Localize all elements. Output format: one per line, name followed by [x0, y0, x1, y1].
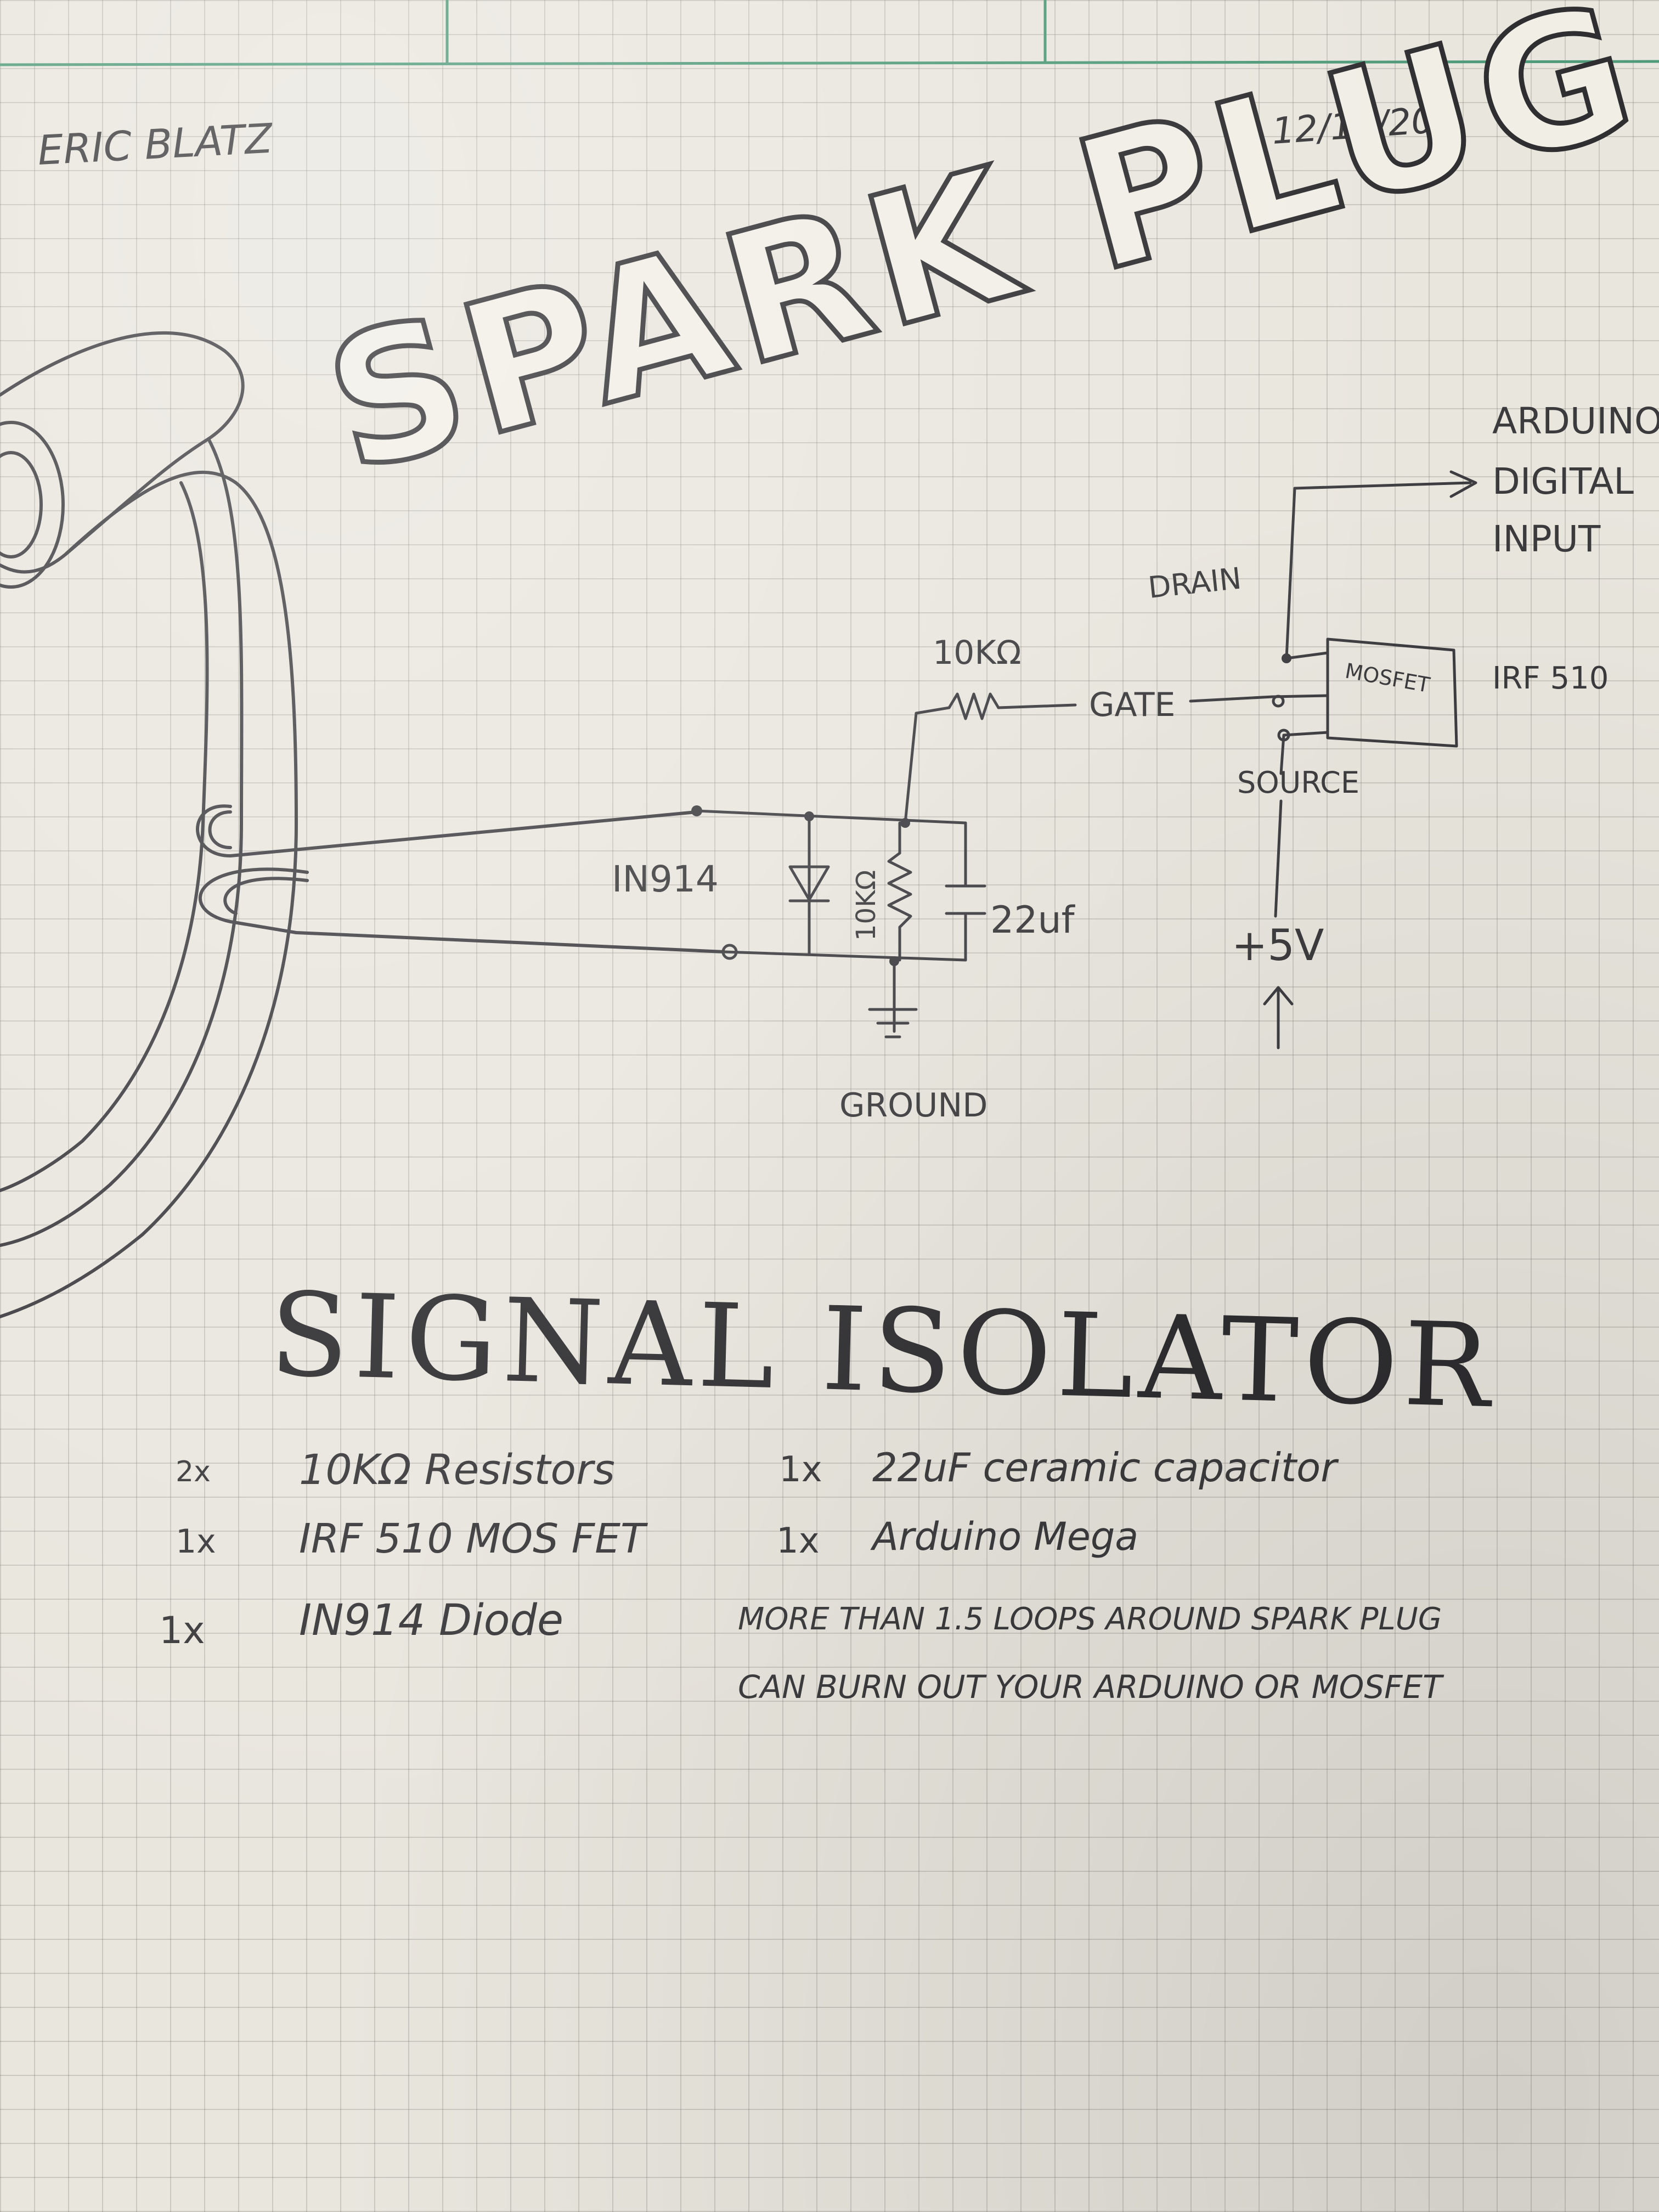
signal-isolator-title: SIGNAL ISOLATOR — [268, 1267, 1498, 1434]
capacitor-symbol — [945, 884, 986, 915]
part-qty: 1x — [776, 1521, 820, 1561]
shunt-resistor-symbol — [887, 851, 912, 929]
part-item: 22uF ceramic capacitor — [872, 1444, 1339, 1491]
part-item: 10KΩ Resistors — [299, 1445, 615, 1494]
warning-line-1: MORE THAN 1.5 LOOPS AROUND SPARK PLUG — [738, 1601, 1442, 1637]
spark-plug-wire-drawing — [0, 331, 726, 1318]
mosfet-part-label: IRF 510 — [1492, 661, 1609, 696]
source-label: SOURCE — [1237, 765, 1359, 800]
gate-resistor-label: 10KΩ — [933, 634, 1022, 672]
gate-label: GATE — [1089, 686, 1175, 724]
part-item: Arduino Mega — [870, 1514, 1138, 1559]
mosfet-box-label: MOSFET — [1343, 659, 1432, 698]
part-item: IN914 Diode — [299, 1596, 563, 1645]
warning-line-2: CAN BURN OUT YOUR ARDUINO OR MOSFET — [738, 1668, 1444, 1706]
capacitor-label: 22uf — [990, 899, 1076, 942]
author-name: ERIC BLATZ — [36, 115, 275, 174]
arduino-label-line1: ARDUINO — [1492, 400, 1659, 442]
arduino-label-line3: INPUT — [1492, 518, 1601, 560]
part-qty: 1x — [176, 1522, 216, 1561]
part-item: IRF 510 MOS FET — [299, 1515, 648, 1562]
diode-symbol — [788, 865, 830, 902]
page-border-lines — [0, 0, 1659, 66]
diode-label: IN914 — [612, 858, 719, 900]
junction-dots — [691, 653, 1291, 966]
spark-plug-title: SPARK PLUG — [308, 0, 1659, 513]
part-qty: 2x — [176, 1455, 211, 1488]
part-qty: 1x — [779, 1449, 822, 1490]
part-qty: 1x — [159, 1609, 205, 1652]
circuit-wires — [695, 470, 1477, 1049]
shunt-resistor-label: 10KΩ — [851, 870, 882, 941]
gate-resistor-symbol — [947, 692, 1000, 720]
parts-list: 2x 10KΩ Resistors 1x IRF 510 MOS FET 1x … — [159, 1444, 1339, 1652]
ground-label: GROUND — [839, 1086, 988, 1125]
supply-label: +5V — [1232, 921, 1324, 970]
mosfet-box — [1271, 637, 1458, 748]
arduino-label-line2: DIGITAL — [1492, 460, 1634, 503]
drain-label: DRAIN — [1147, 561, 1243, 605]
